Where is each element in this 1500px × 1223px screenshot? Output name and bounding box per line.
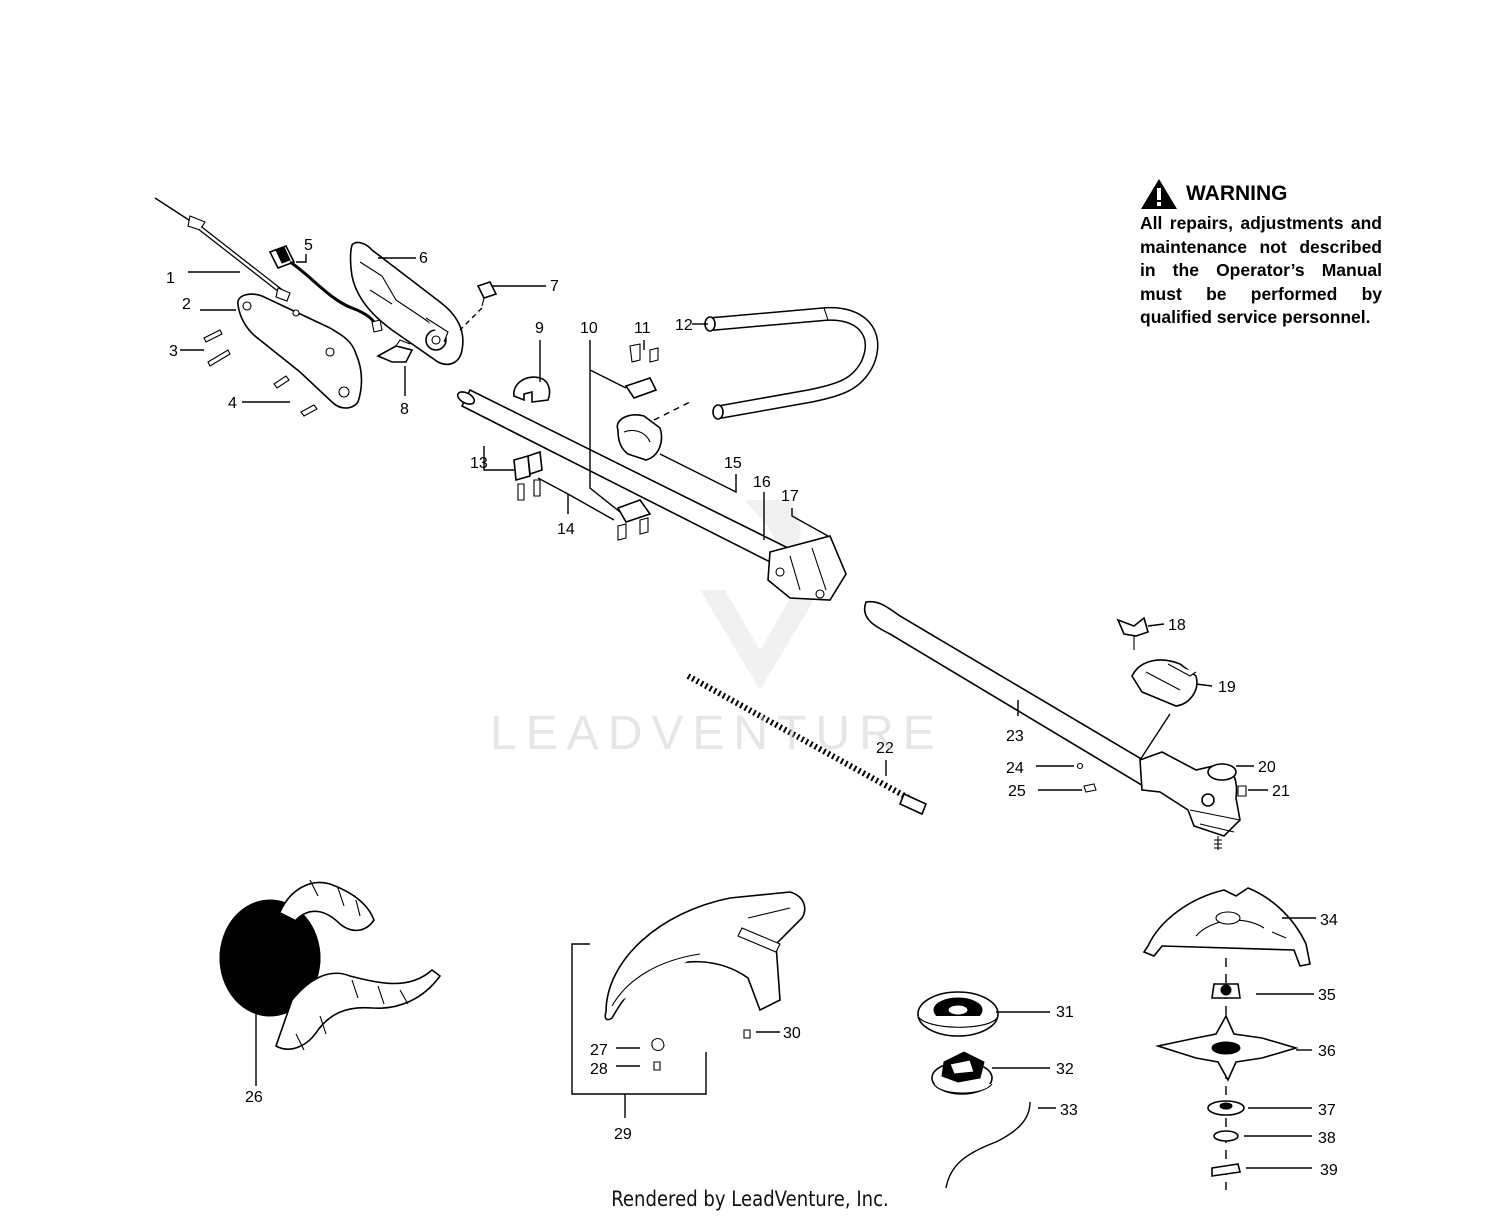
part-grass-guard	[604, 891, 806, 1071]
leader-lines	[180, 254, 1316, 1169]
callout-21: 21	[1272, 783, 1290, 800]
part-bracket-lower	[616, 499, 652, 541]
warning-text: All repairs, adjustments and maintenance…	[1140, 213, 1382, 327]
part-clamp-lower	[513, 450, 543, 501]
callout-27: 27	[590, 1042, 608, 1059]
part-stop-switch	[268, 244, 383, 333]
callout-10: 10	[580, 320, 598, 337]
part-handle-housing-right	[349, 241, 464, 366]
part-handle-grip-fitting	[616, 401, 691, 461]
part-drive-shaft	[686, 673, 928, 816]
watermark: LEADVENTURE	[490, 707, 944, 760]
part-small-fasteners	[1076, 762, 1097, 793]
part-shield-bracket	[1131, 659, 1198, 761]
callout-20: 20	[1258, 759, 1276, 776]
callout-8: 8	[400, 401, 409, 418]
callout-16: 16	[753, 474, 771, 491]
warning-title: WARNING	[1186, 182, 1288, 205]
callout-19: 19	[1218, 679, 1236, 696]
part-handle-housing-left	[237, 293, 363, 409]
callout-39: 39	[1320, 1162, 1338, 1179]
part-screws-left	[203, 329, 318, 417]
part-blade-hardware	[1154, 958, 1299, 1190]
callout-28: 28	[590, 1061, 608, 1078]
callout-5: 5	[304, 237, 313, 254]
callout-30: 30	[783, 1025, 801, 1042]
callout-31: 31	[1056, 1004, 1074, 1021]
part-bracket-upper	[624, 343, 659, 399]
part-blade-guard	[1142, 887, 1311, 967]
callout-12: 12	[675, 317, 693, 334]
part-harness	[219, 879, 442, 1051]
callout-36: 36	[1318, 1043, 1336, 1060]
callout-1: 1	[166, 270, 175, 287]
part-trigger-lockout	[459, 281, 498, 331]
callout-7: 7	[550, 278, 559, 295]
part-throttle-cable	[154, 197, 291, 302]
callout-15: 15	[724, 455, 742, 472]
callout-18: 18	[1168, 617, 1186, 634]
callout-9: 9	[535, 320, 544, 337]
callout-29: 29	[614, 1126, 632, 1143]
part-clamp-upper	[513, 376, 551, 403]
callout-14: 14	[557, 521, 575, 538]
part-upper-drive-tube	[456, 388, 847, 601]
callout-13: 13	[470, 455, 488, 472]
part-gear-head	[1139, 751, 1247, 850]
warning-triangle-icon	[1141, 179, 1177, 209]
part-trimmer-head	[917, 991, 999, 1095]
callout-34: 34	[1320, 912, 1338, 929]
callout-37: 37	[1318, 1102, 1336, 1119]
callout-32: 32	[1056, 1061, 1074, 1078]
part-wing-knob	[1116, 616, 1149, 650]
callout-26: 26	[245, 1089, 263, 1106]
callout-22: 22	[876, 740, 894, 757]
callout-numbers: 1 2 3 4 5 6 7 8 9 10 11 12 13 14 15 16 1…	[166, 237, 1338, 1179]
callout-38: 38	[1318, 1130, 1336, 1147]
callout-2: 2	[182, 296, 191, 313]
part-throttle-trigger	[376, 339, 414, 363]
callout-6: 6	[419, 250, 428, 267]
callout-4: 4	[228, 395, 237, 412]
callout-17: 17	[781, 488, 799, 505]
callout-23: 23	[1006, 728, 1024, 745]
part-hose	[704, 306, 879, 420]
warning-box: WARNING All repairs, adjustments and mai…	[1140, 178, 1382, 330]
callout-11: 11	[634, 320, 651, 337]
callout-35: 35	[1318, 987, 1336, 1004]
part-trimmer-line	[945, 1101, 1031, 1189]
warning-title-row: WARNING	[1140, 178, 1382, 210]
footer-credit: Rendered by LeadVenture, Inc.	[611, 1187, 889, 1211]
callout-24: 24	[1006, 760, 1024, 777]
callout-25: 25	[1008, 783, 1026, 800]
callout-33: 33	[1060, 1102, 1078, 1119]
callout-3: 3	[169, 343, 178, 360]
